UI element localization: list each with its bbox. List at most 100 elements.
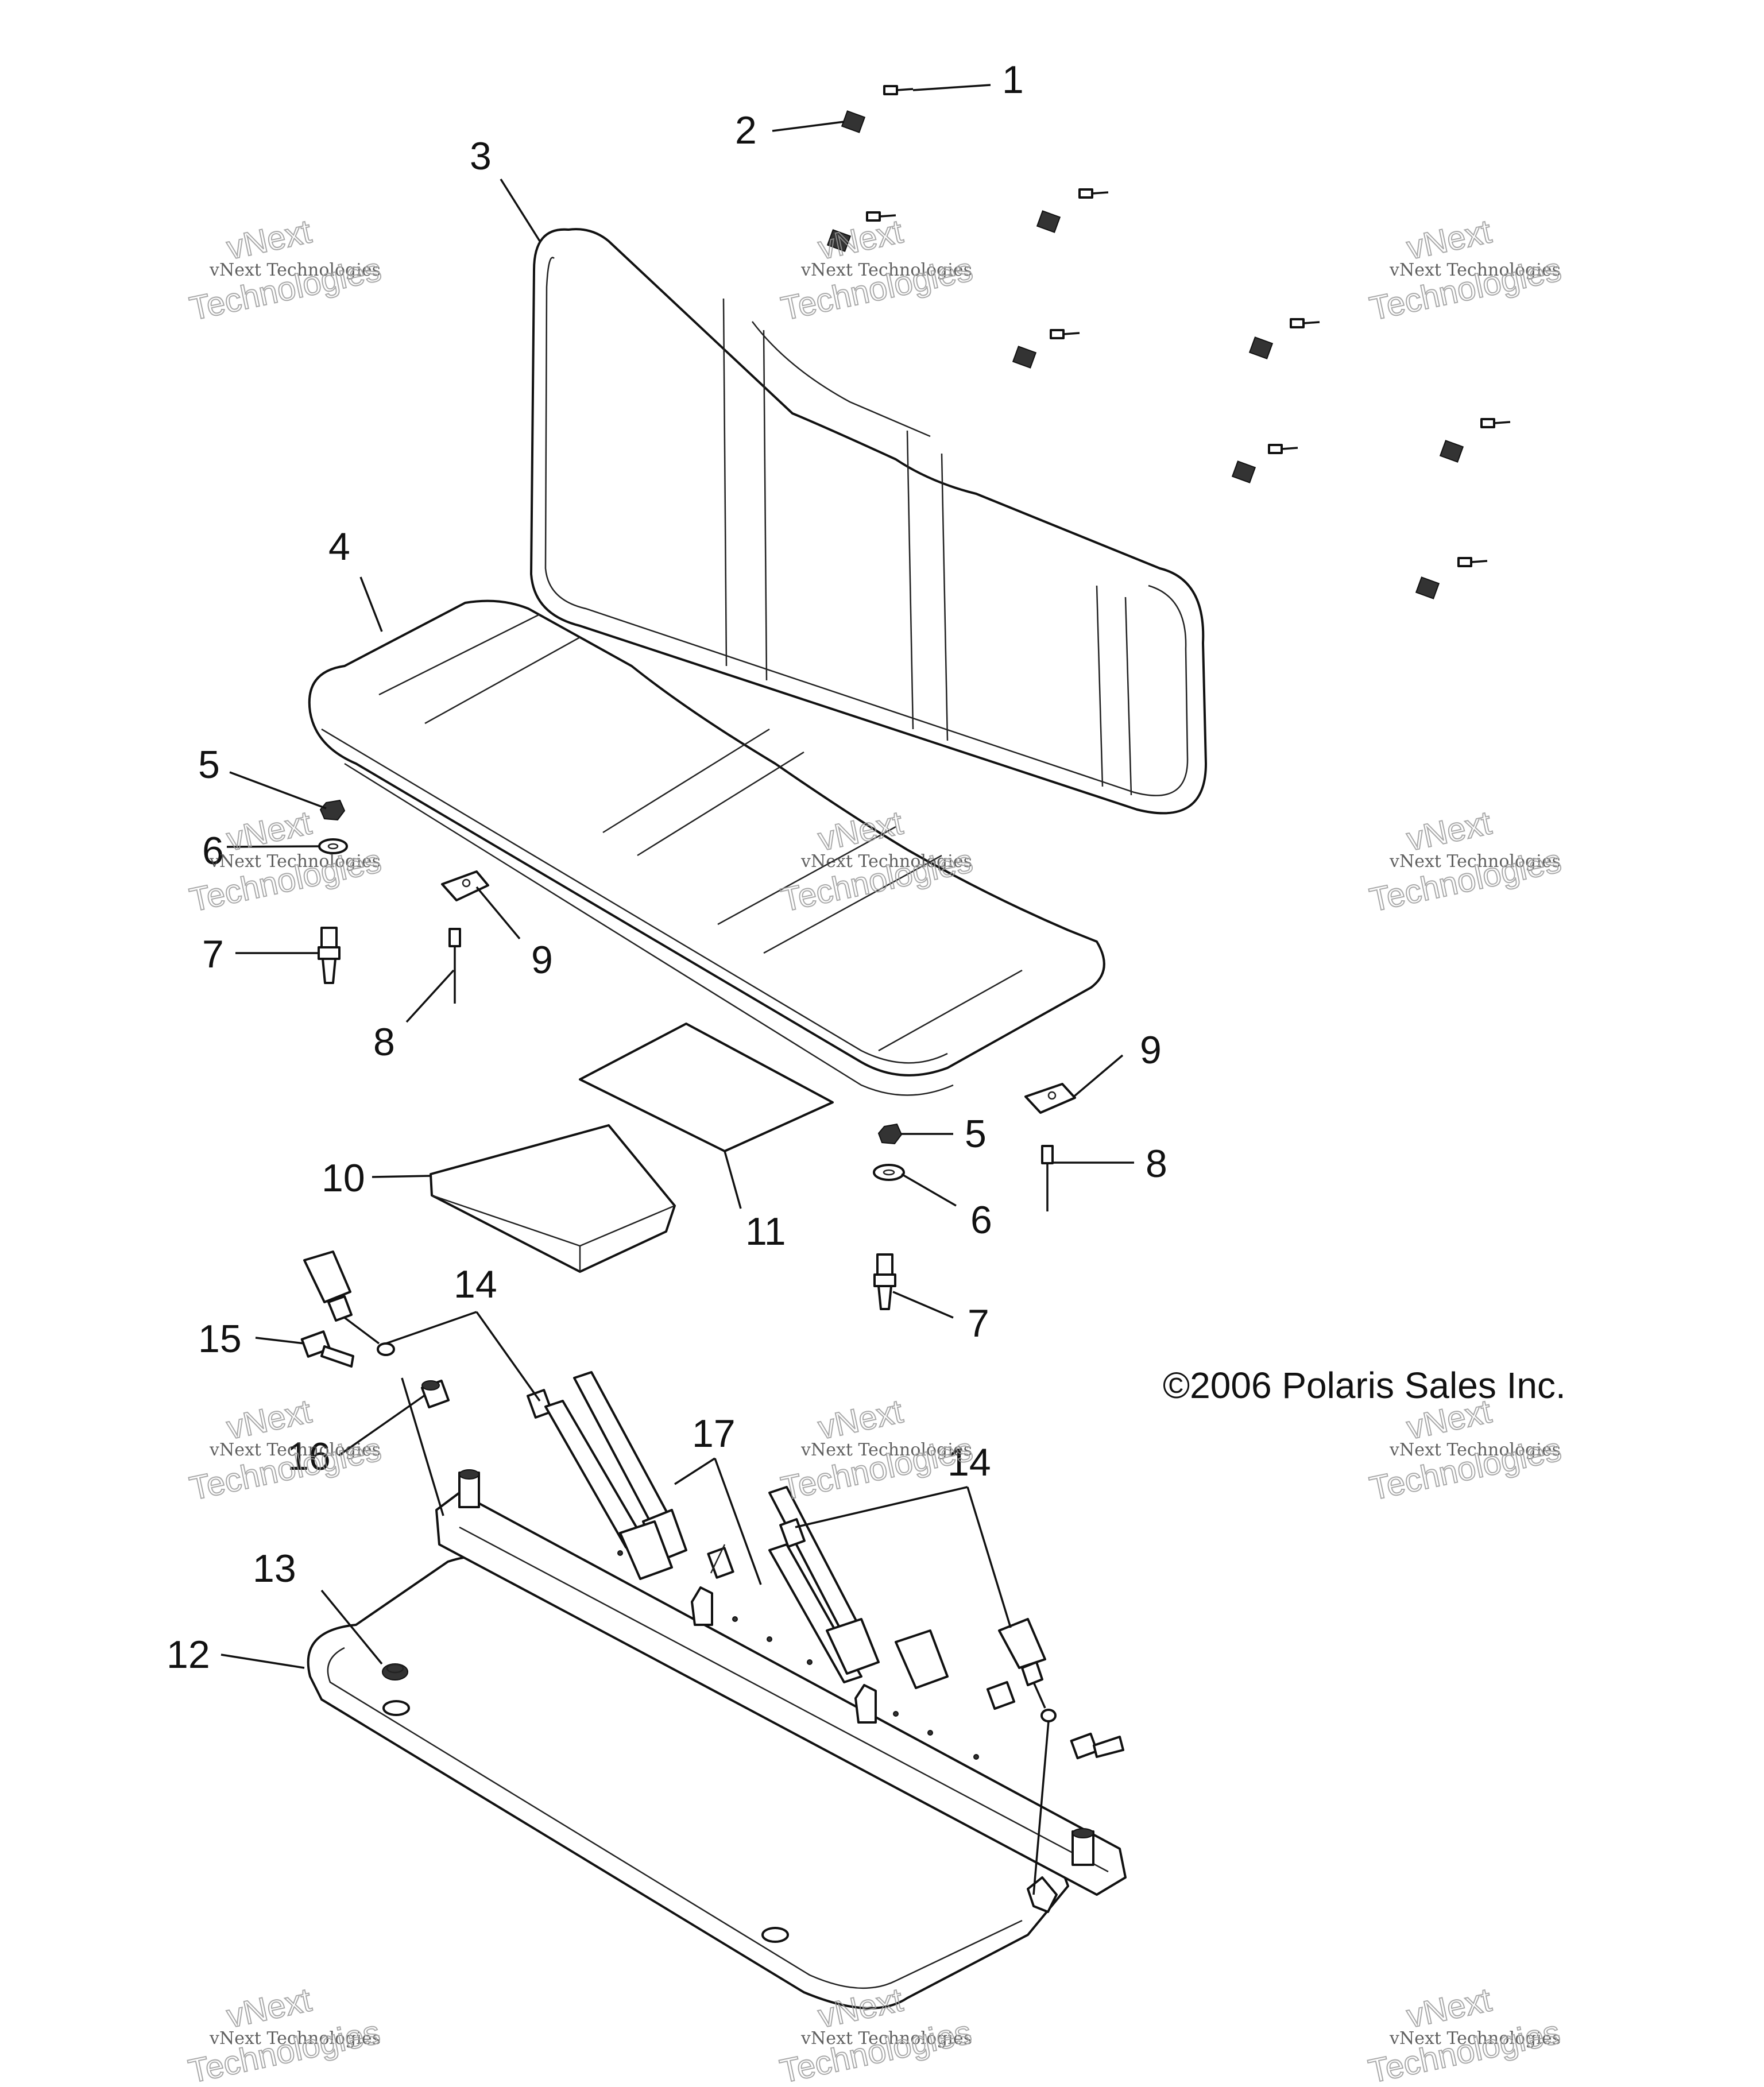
callout-8-right: 8 <box>1146 1142 1167 1186</box>
seat-back <box>530 228 1207 815</box>
watermark: vNext vNext Technologies Technologies <box>1365 1980 1564 2087</box>
right-buckle-part-14 <box>986 1618 1124 1760</box>
callout-numbers: 1 2 3 4 5 6 7 8 9 9 5 8 6 7 10 11 12 13 … <box>167 58 1167 1676</box>
svg-text:vNext Technologies: vNext Technologies <box>800 1440 972 1460</box>
bolt <box>1480 418 1511 428</box>
svg-text:vNext Technologies: vNext Technologies <box>209 1440 381 1460</box>
svg-text:vNext Technologies: vNext Technologies <box>1389 260 1561 280</box>
callout-1: 1 <box>1002 58 1024 102</box>
watermark: vNext vNext Technologies Technologies <box>777 1392 977 1508</box>
left-buckle-part-14 <box>303 1250 395 1356</box>
stud-part-7 <box>318 927 341 984</box>
bolt <box>866 211 896 222</box>
callout-8-left: 8 <box>373 1020 395 1064</box>
svg-text:vNext: vNext <box>223 1981 315 2035</box>
callout-9-left: 9 <box>531 938 553 982</box>
spacer-part-16 <box>420 1379 450 1409</box>
svg-text:vNext Technologies: vNext Technologies <box>1389 2028 1561 2049</box>
seat-frame <box>307 1469 1127 2009</box>
clip <box>826 229 852 252</box>
clip <box>1248 336 1274 359</box>
svg-text:vNext Technologies: vNext Technologies <box>1389 851 1561 872</box>
foam-pad-part-10 <box>430 1124 676 1273</box>
svg-text:vNext: vNext <box>1403 212 1495 266</box>
watermark: vNext vNext Technologies Technologies <box>1366 212 1565 328</box>
callout-2: 2 <box>735 109 757 152</box>
bolt <box>1050 329 1080 339</box>
bolt-part-1 <box>883 85 914 95</box>
bolt <box>1457 557 1488 567</box>
svg-text:vNext: vNext <box>223 212 315 266</box>
svg-text:vNext Technologies: vNext Technologies <box>1389 1440 1561 1460</box>
copyright-notice: ©2006 Polaris Sales Inc. <box>1163 1365 1566 1406</box>
callout-4: 4 <box>328 525 350 568</box>
svg-text:vNext Technologies: vNext Technologies <box>800 851 972 872</box>
svg-text:vNext Technologies: vNext Technologies <box>800 260 972 280</box>
svg-text:vNext: vNext <box>223 804 315 858</box>
callout-12: 12 <box>167 1633 210 1676</box>
watermark: vNext vNext Technologies Technologies <box>186 1392 385 1508</box>
watermark: vNext vNext Technologies Technologies <box>186 212 385 328</box>
callout-5-right: 5 <box>965 1112 987 1156</box>
washer-part-6 <box>318 838 348 854</box>
callout-3: 3 <box>470 134 492 178</box>
watermark: vNext vNext Technologies Technologies <box>1366 1392 1565 1508</box>
svg-text:Technologies: Technologies <box>185 2014 384 2087</box>
callout-7-left: 7 <box>202 932 224 976</box>
pin-part-8 <box>1041 1145 1054 1211</box>
svg-text:vNext: vNext <box>815 1392 906 1446</box>
clip-part-2 <box>841 110 866 133</box>
callout-17: 17 <box>692 1412 736 1455</box>
callout-6-right: 6 <box>970 1198 992 1242</box>
svg-text:Technologies: Technologies <box>777 2014 975 2087</box>
watermark: vNext vNext Technologies Technologies <box>776 1980 976 2087</box>
watermark: vNext vNext Technologies Technologies <box>186 803 385 919</box>
svg-text:Technologies: Technologies <box>1365 2014 1564 2087</box>
svg-text:vNext Technologies: vNext Technologies <box>209 260 381 280</box>
callout-16: 16 <box>287 1435 331 1478</box>
sheet-part-11 <box>579 1023 834 1152</box>
washer-part-6 <box>873 1164 905 1181</box>
right-fasteners <box>873 1083 1076 1310</box>
bracket-part-9 <box>1024 1083 1076 1114</box>
leader-lines <box>220 84 1134 1895</box>
clip <box>1012 346 1037 369</box>
callout-13: 13 <box>253 1547 296 1590</box>
right-belt-part <box>768 1486 949 1689</box>
callout-14-left: 14 <box>454 1263 497 1306</box>
clip <box>1231 460 1256 483</box>
bolt-part-15 <box>300 1330 354 1368</box>
clip <box>1439 440 1464 463</box>
grommet-part-13 <box>382 1663 408 1681</box>
bolt <box>1078 188 1109 199</box>
watermark: vNext vNext Technologies Technologies <box>777 212 977 328</box>
bolt <box>1268 444 1298 454</box>
callout-10: 10 <box>322 1156 365 1200</box>
callout-11: 11 <box>745 1210 786 1253</box>
nut-part-5 <box>877 1123 903 1145</box>
callout-6-left: 6 <box>202 829 224 873</box>
bolt <box>1290 318 1320 328</box>
svg-text:vNext Technologies: vNext Technologies <box>209 851 381 872</box>
seat-bottom <box>308 599 1105 1096</box>
svg-text:vNext: vNext <box>1403 1981 1495 2035</box>
svg-text:vNext: vNext <box>815 212 906 266</box>
bracket-part-9 <box>441 870 489 901</box>
callout-14-right: 14 <box>947 1441 991 1484</box>
stud-part-7 <box>873 1253 896 1310</box>
nut-part-5 <box>319 799 346 821</box>
clip <box>1415 576 1440 599</box>
svg-text:vNext Technologies: vNext Technologies <box>209 2028 381 2049</box>
clip <box>1036 210 1061 233</box>
callout-15: 15 <box>198 1317 242 1361</box>
callout-5-left: 5 <box>198 743 220 787</box>
belt-retractor-part-17 <box>527 1371 734 1580</box>
watermark: vNext vNext Technologies Technologies <box>185 1980 384 2087</box>
svg-text:vNext: vNext <box>1403 804 1495 858</box>
bolts-and-clips <box>826 85 1511 599</box>
left-fasteners <box>318 799 489 1004</box>
svg-text:vNext Technologies: vNext Technologies <box>800 2028 972 2049</box>
watermark: vNext vNext Technologies Technologies <box>1366 803 1565 919</box>
